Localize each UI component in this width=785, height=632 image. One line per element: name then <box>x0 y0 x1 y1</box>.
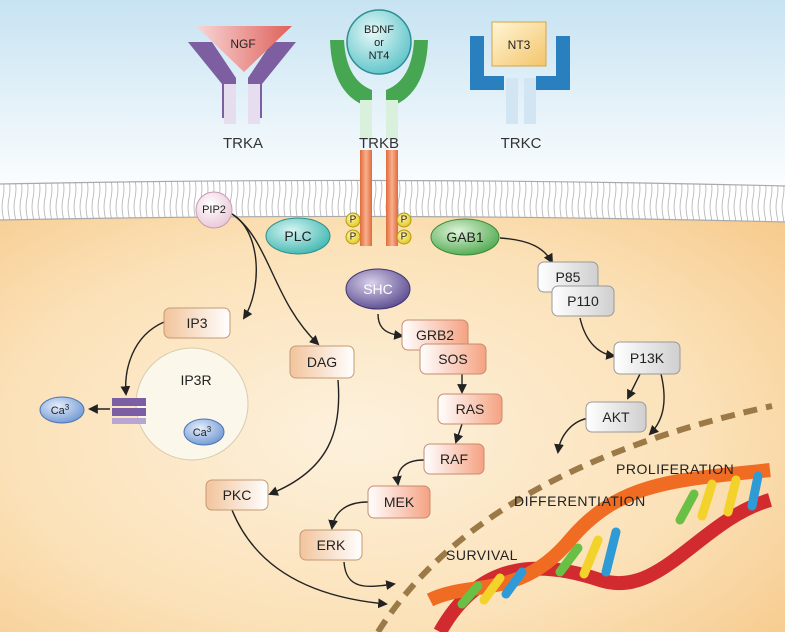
ip3-node <box>163 307 231 339</box>
nt4-label: NT4 <box>369 50 390 62</box>
raf-label: RAF <box>440 451 468 467</box>
dna-helix <box>426 463 773 632</box>
or-label: or <box>374 37 384 49</box>
nt3-ligand <box>491 21 547 67</box>
phospho-sites <box>345 212 412 245</box>
trkb-intracellular-right <box>386 150 398 246</box>
ras-label: RAS <box>456 401 485 417</box>
sos-label: SOS <box>438 351 468 367</box>
grb2-label: GRB2 <box>416 327 454 343</box>
sos-node <box>419 343 487 375</box>
bdnf-label: BDNF <box>364 24 394 36</box>
ca-store-node <box>183 418 225 446</box>
plc-label: PLC <box>284 228 311 244</box>
trka-label: TRKA <box>223 135 263 152</box>
pkc-label: PKC <box>223 487 252 503</box>
ca-released-node <box>39 396 85 424</box>
phospho-circle <box>345 212 361 228</box>
trka-receptor <box>188 26 296 124</box>
proliferation-label: PROLIFERATION <box>616 461 734 477</box>
ip3r-channel <box>112 398 146 424</box>
p13k-node <box>613 341 681 375</box>
mek-label: MEK <box>384 494 415 510</box>
dag-label: DAG <box>307 354 337 370</box>
differentiation-label: DIFFERENTIATION <box>514 493 646 509</box>
nuclear-envelope <box>375 403 773 632</box>
trkc-receptor <box>470 21 570 124</box>
bdnf-nt4-ligand <box>346 9 412 75</box>
pkc-node <box>205 479 269 511</box>
survival-label: SURVIVAL <box>446 547 518 563</box>
plc-node <box>265 217 331 255</box>
akt-node <box>585 401 647 433</box>
phospho-circle <box>396 212 412 228</box>
trkb-receptor <box>330 9 428 246</box>
er-organelle <box>135 347 249 461</box>
phospho-label: P <box>401 232 408 243</box>
p110-label: P110 <box>567 293 599 309</box>
gab1-label: GAB1 <box>446 229 484 245</box>
phospho-circle <box>396 229 412 245</box>
dag-node <box>289 345 355 379</box>
phospho-circle <box>345 229 361 245</box>
trkb-intracellular-left <box>360 150 372 246</box>
ngf-label: NGF <box>230 37 255 51</box>
p85-label: P85 <box>556 269 581 285</box>
nt3-label: NT3 <box>508 38 531 52</box>
raf-node <box>423 443 485 475</box>
ca-store-label: Ca3 <box>193 425 212 440</box>
ras-node <box>437 393 503 425</box>
p13k-label: P13K <box>630 350 665 366</box>
erk-label: ERK <box>317 537 346 553</box>
ca-released-label: Ca3 <box>51 403 70 418</box>
ip3-label: IP3 <box>186 315 207 331</box>
trkc-label: TRKC <box>501 135 542 152</box>
pip2-node <box>195 191 233 229</box>
ip3r-label: IP3R <box>180 372 211 388</box>
mek-node <box>367 485 431 519</box>
pip2-label: PIP2 <box>202 204 226 216</box>
shc-node <box>345 268 411 310</box>
akt-label: AKT <box>602 409 630 425</box>
ngf-ligand <box>196 26 292 72</box>
signaling-arrows <box>88 213 665 609</box>
erk-node <box>299 529 363 561</box>
shc-label: SHC <box>363 281 393 297</box>
phospho-label: P <box>401 215 408 226</box>
gab1-node <box>430 218 500 256</box>
p110-node <box>551 285 615 317</box>
phospho-label: P <box>350 215 357 226</box>
phospho-label: P <box>350 232 357 243</box>
trkb-label: TRKB <box>359 135 399 152</box>
